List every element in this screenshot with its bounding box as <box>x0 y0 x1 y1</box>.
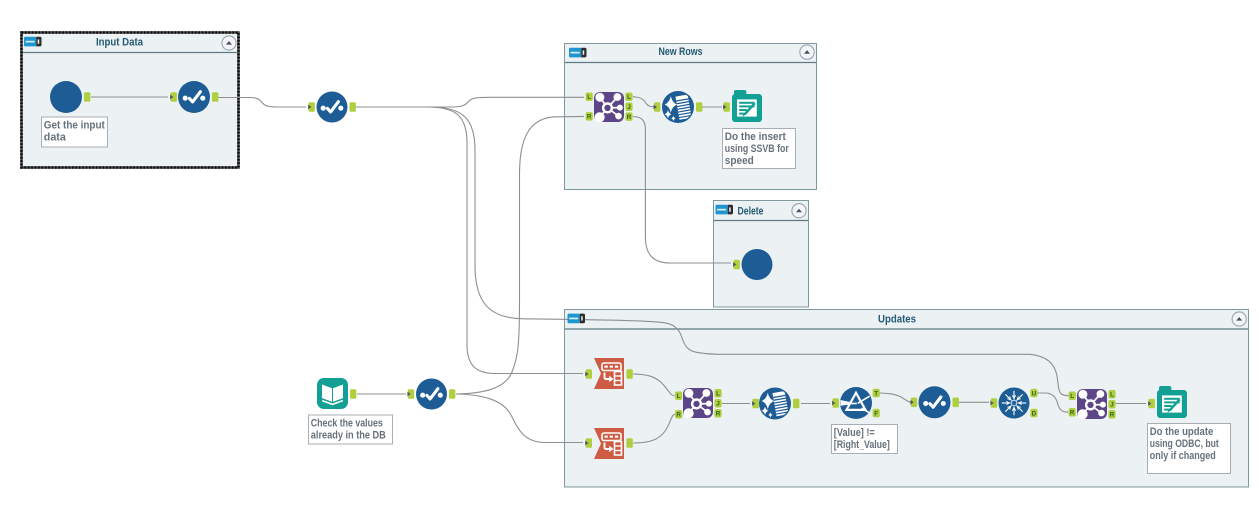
svg-text:Get the input: Get the input <box>44 120 105 132</box>
svg-text:R: R <box>716 411 721 418</box>
svg-text:D: D <box>1032 410 1037 417</box>
svg-text:T: T <box>874 390 878 397</box>
svg-text:L: L <box>587 94 591 101</box>
svg-text:R: R <box>676 412 681 419</box>
svg-text:J: J <box>627 104 631 111</box>
svg-text:R: R <box>627 114 632 121</box>
svg-text:data: data <box>44 132 67 144</box>
svg-text:Check the values: Check the values <box>311 418 383 430</box>
svg-text:J: J <box>1110 402 1114 409</box>
svg-text:R: R <box>587 114 592 121</box>
svg-text:J: J <box>716 401 720 408</box>
svg-text:L: L <box>627 94 631 101</box>
svg-text:L: L <box>677 393 681 400</box>
svg-text:Do the update: Do the update <box>1150 426 1214 438</box>
svg-text:Delete: Delete <box>738 205 764 217</box>
svg-text:L: L <box>1070 393 1074 400</box>
svg-text:only if changed: only if changed <box>1150 450 1216 462</box>
svg-text:R: R <box>1070 410 1075 417</box>
svg-text:[Value] !=: [Value] != <box>834 427 875 439</box>
svg-text:Updates: Updates <box>878 314 916 326</box>
svg-text:U: U <box>1032 390 1037 397</box>
svg-text:Do the insert: Do the insert <box>725 131 786 143</box>
svg-text:speed: speed <box>725 155 754 167</box>
svg-text:L: L <box>716 391 720 398</box>
svg-text:using SSVB for: using SSVB for <box>725 143 789 155</box>
svg-text:using ODBC, but: using ODBC, but <box>1150 438 1219 450</box>
svg-text:New Rows: New Rows <box>659 46 703 58</box>
svg-text:[Right_Value]: [Right_Value] <box>834 439 890 451</box>
svg-text:F: F <box>874 410 878 417</box>
svg-text:R: R <box>1110 412 1115 419</box>
svg-text:L: L <box>1110 392 1114 399</box>
svg-text:already in the DB: already in the DB <box>311 430 386 442</box>
svg-text:Input Data: Input Data <box>96 37 144 49</box>
